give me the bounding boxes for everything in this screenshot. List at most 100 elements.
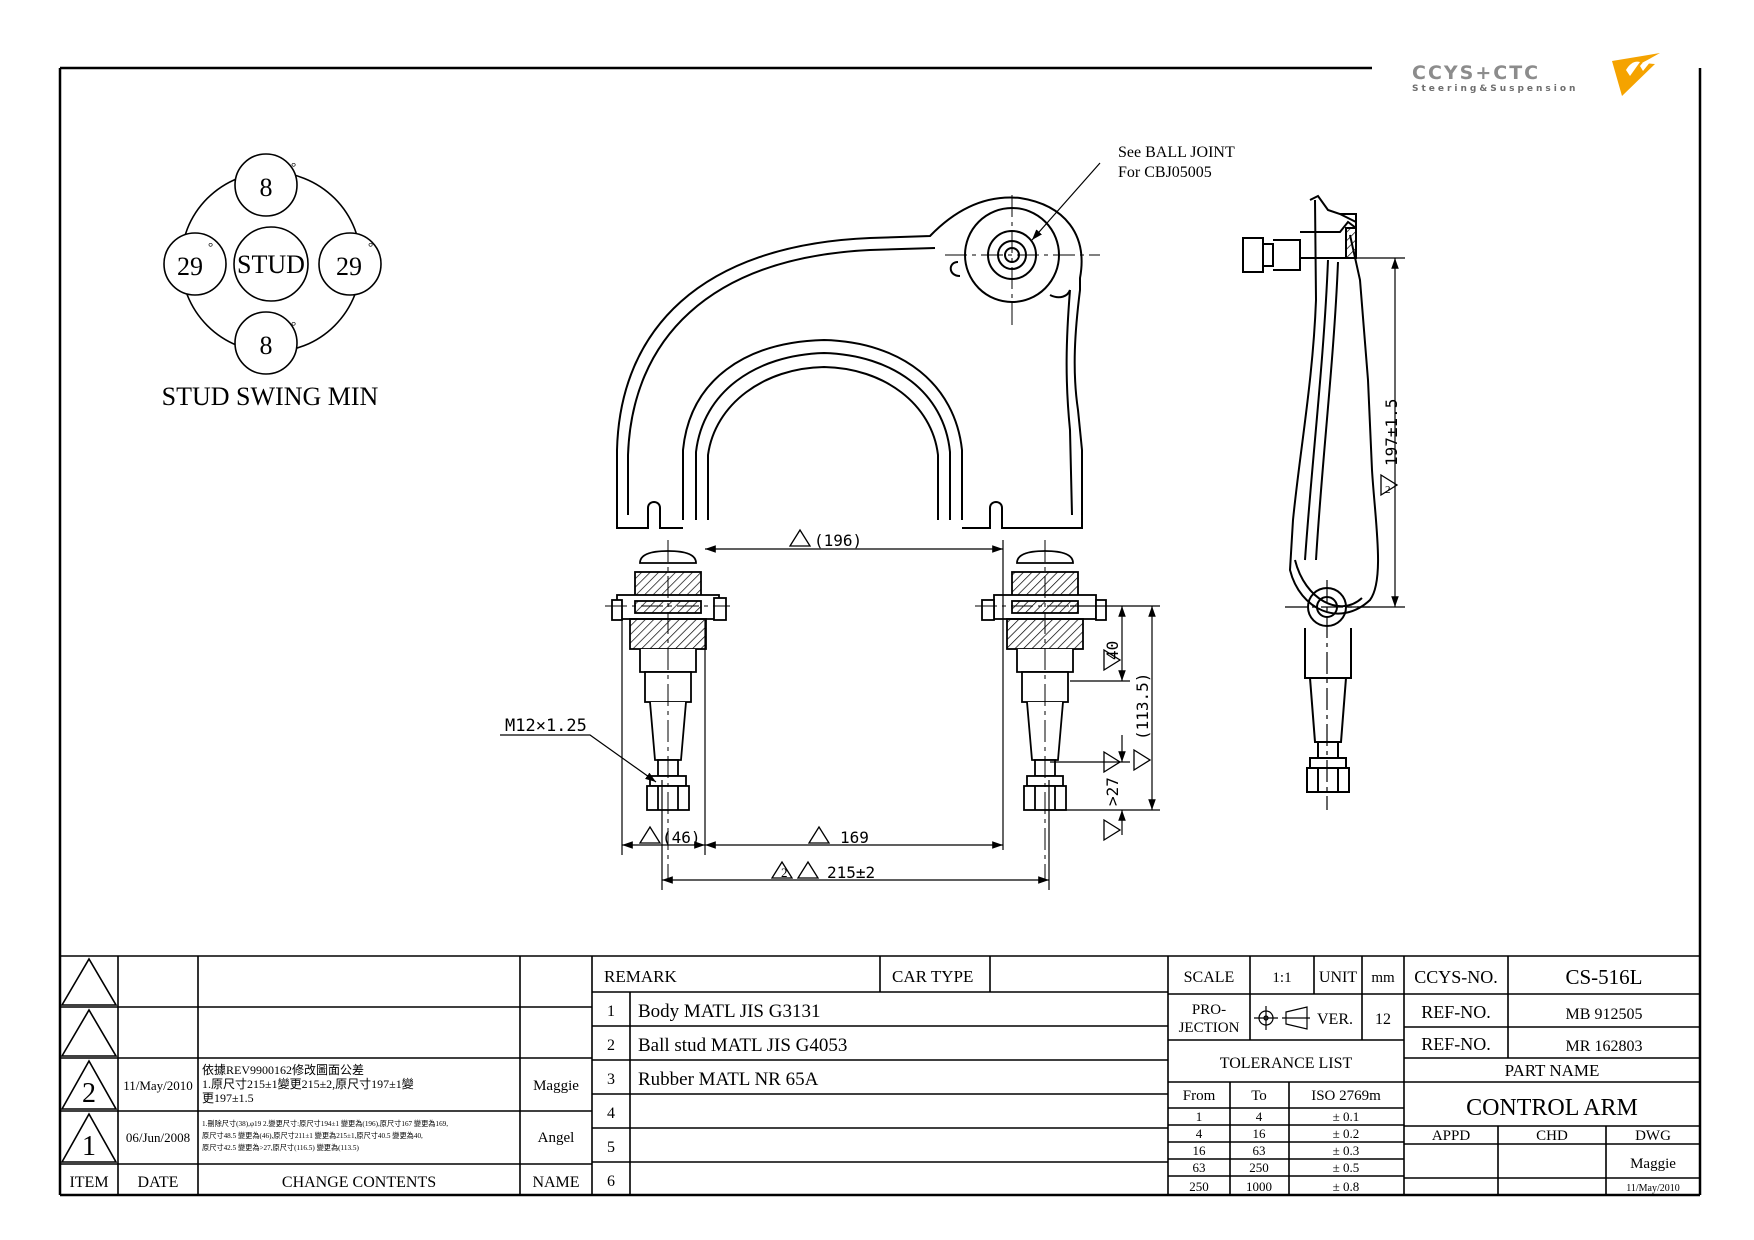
- ref-no-label: REF-NO.: [1421, 1034, 1491, 1054]
- remark-text: Ball stud MATL JIS G4053: [638, 1035, 847, 1056]
- stud-swing-diagram: 8 ° 8 ° 29 ° 29 ° STUD STUD SWING MIN: [162, 153, 382, 411]
- remark-no: 4: [607, 1105, 615, 1122]
- remark-header: REMARK: [604, 967, 677, 986]
- svg-text:CCYS+CTC: CCYS+CTC: [1412, 62, 1540, 84]
- svg-text:1.刪除尺寸(38),φ19 2.變更尺寸:原尺寸194±1: 1.刪除尺寸(38),φ19 2.變更尺寸:原尺寸194±1 變更為(196),…: [202, 1119, 448, 1128]
- dwg-label: DWG: [1635, 1128, 1671, 1144]
- remark-no: 3: [607, 1071, 615, 1088]
- control-arm-side-view: [1242, 194, 1380, 793]
- dimension-labels: See BALL JOINT For CBJ05005 (196) (46) 1…: [505, 144, 1401, 882]
- ref-no-label: REF-NO.: [1421, 1002, 1491, 1022]
- svg-text:1.原尺寸215±1變更215±2,原尺寸197±1變: 1.原尺寸215±1變更215±2,原尺寸197±1變: [202, 1076, 414, 1091]
- scale-block: SCALE 1:1 UNIT mm PRO- JECTION VER. 12 T…: [1179, 969, 1395, 1194]
- svg-text:Angel: Angel: [538, 1130, 575, 1146]
- svg-text:原尺寸42.5 變更為>27,原尺寸(116.5) 變更為(: 原尺寸42.5 變更為>27,原尺寸(116.5) 變更為(113.5): [202, 1143, 359, 1152]
- svg-text:依據REV9900162修改圖面公差: 依據REV9900162修改圖面公差: [202, 1062, 364, 1077]
- side-view-dimensions: [1285, 257, 1405, 810]
- svg-text:1: 1: [82, 1131, 96, 1162]
- tolerance-row: 63 250 ± 0.5: [1193, 1160, 1360, 1175]
- ccys-no-value: CS-516L: [1565, 965, 1642, 989]
- change-contents-header: CHANGE CONTENTS: [282, 1174, 436, 1191]
- scale-label: SCALE: [1184, 969, 1235, 986]
- ref-no-value: MB 912505: [1566, 1006, 1643, 1023]
- revision-row: 2 11/May/2010 依據REV9900162修改圖面公差 1.原尺寸21…: [82, 1062, 579, 1109]
- appd-label: APPD: [1432, 1128, 1471, 1144]
- tolerance-row: 16 63 ± 0.3: [1193, 1143, 1360, 1158]
- ball-joint-note: For CBJ05005: [1118, 164, 1212, 181]
- date-header: DATE: [138, 1174, 179, 1191]
- remark-no: 1: [607, 1003, 615, 1020]
- svg-text:250: 250: [1249, 1160, 1269, 1175]
- svg-text:± 0.3: ± 0.3: [1333, 1143, 1360, 1158]
- stud-label: STUD: [237, 250, 305, 279]
- dim-27: >27: [1103, 777, 1122, 806]
- remark-no: 2: [607, 1037, 615, 1054]
- tolerance-list-title: TOLERANCE LIST: [1220, 1055, 1353, 1072]
- revision-table: 2 11/May/2010 依據REV9900162修改圖面公差 1.原尺寸21…: [69, 1062, 579, 1191]
- tol-to-header: To: [1251, 1088, 1267, 1104]
- dim-215: 215±2: [827, 863, 875, 882]
- projection-label: PRO-: [1192, 1002, 1226, 1018]
- ccys-no-label: CCYS-NO.: [1414, 967, 1498, 987]
- svg-text:± 0.5: ± 0.5: [1333, 1160, 1360, 1175]
- tolerance-row: 250 1000 ± 0.8: [1189, 1179, 1359, 1194]
- ver-label: VER.: [1317, 1011, 1353, 1028]
- logo-swoosh-icon: [1612, 53, 1660, 96]
- svg-text:06/Jun/2008: 06/Jun/2008: [126, 1130, 190, 1145]
- left-bushing: [611, 550, 727, 811]
- unit-value: mm: [1371, 970, 1395, 986]
- revision-triangles: [638, 473, 1399, 879]
- first-angle-projection-icon: [1254, 1006, 1310, 1030]
- car-type-label: CAR TYPE: [892, 967, 973, 986]
- degree-mark: °: [291, 159, 296, 174]
- svg-text:1000: 1000: [1246, 1179, 1272, 1194]
- tol-std-header: ISO 2769m: [1311, 1088, 1381, 1104]
- degree-mark: °: [291, 318, 296, 333]
- company-logo: CCYS+CTC Steering&Suspension: [1412, 53, 1660, 96]
- chd-label: CHD: [1536, 1128, 1568, 1144]
- ref-no-value: MR 162803: [1566, 1038, 1643, 1055]
- swing-bottom-value: 8: [260, 331, 273, 360]
- tol-from-header: From: [1183, 1088, 1216, 1104]
- rev-mark: 2: [781, 865, 788, 880]
- swing-left-value: 29: [177, 252, 203, 281]
- svg-text:4: 4: [1196, 1126, 1203, 1141]
- swing-right-value: 29: [336, 252, 362, 281]
- revision-row: 1 06/Jun/2008 1.刪除尺寸(38),φ19 2.變更尺寸:原尺寸1…: [82, 1119, 574, 1162]
- part-name-label: PART NAME: [1505, 1061, 1600, 1080]
- part-id-block: CCYS-NO. CS-516L REF-NO. MB 912505 REF-N…: [1414, 965, 1680, 1194]
- projection-label: JECTION: [1179, 1020, 1240, 1036]
- item-header: ITEM: [69, 1174, 108, 1191]
- svg-text:原尺寸48.5 變更為(46),原尺寸211±1 變更為21: 原尺寸48.5 變更為(46),原尺寸211±1 變更為215±1,原尺寸40.…: [202, 1131, 423, 1140]
- tolerance-row: 4 16 ± 0.2: [1196, 1126, 1360, 1141]
- svg-text:± 0.2: ± 0.2: [1333, 1126, 1360, 1141]
- dim-169: 169: [840, 828, 869, 847]
- swing-top-value: 8: [260, 173, 273, 202]
- dim-196: (196): [814, 531, 862, 550]
- revision-item-triangles: [60, 957, 118, 1163]
- svg-text:± 0.8: ± 0.8: [1333, 1179, 1360, 1194]
- thread-spec: M12×1.25: [505, 716, 587, 736]
- svg-text:16: 16: [1253, 1126, 1267, 1141]
- remark-text: Body MATL JIS G3131: [638, 1001, 820, 1022]
- svg-text:63: 63: [1253, 1143, 1266, 1158]
- ver-value: 12: [1375, 1011, 1391, 1028]
- svg-text:更197±1.5: 更197±1.5: [202, 1091, 254, 1105]
- name-header: NAME: [532, 1174, 579, 1191]
- svg-text:1: 1: [1196, 1109, 1203, 1124]
- svg-text:Steering&Suspension: Steering&Suspension: [1412, 84, 1578, 94]
- svg-text:2: 2: [82, 1078, 96, 1109]
- svg-text:250: 250: [1189, 1179, 1209, 1194]
- svg-text:11/May/2010: 11/May/2010: [123, 1078, 193, 1093]
- degree-mark: °: [368, 239, 373, 254]
- svg-text:4: 4: [1256, 1109, 1263, 1124]
- dwg-date: 11/May/2010: [1626, 1183, 1680, 1194]
- dim-40: 40: [1103, 641, 1122, 660]
- dim-113: (113.5): [1133, 673, 1152, 740]
- remark-table: REMARK CAR TYPE 1 Body MATL JIS G3131 2 …: [604, 967, 973, 1190]
- svg-text:Maggie: Maggie: [533, 1078, 579, 1094]
- rev-mark: 2: [1385, 484, 1391, 496]
- svg-text:16: 16: [1193, 1143, 1207, 1158]
- tolerance-row: 1 4 ± 0.1: [1196, 1109, 1360, 1124]
